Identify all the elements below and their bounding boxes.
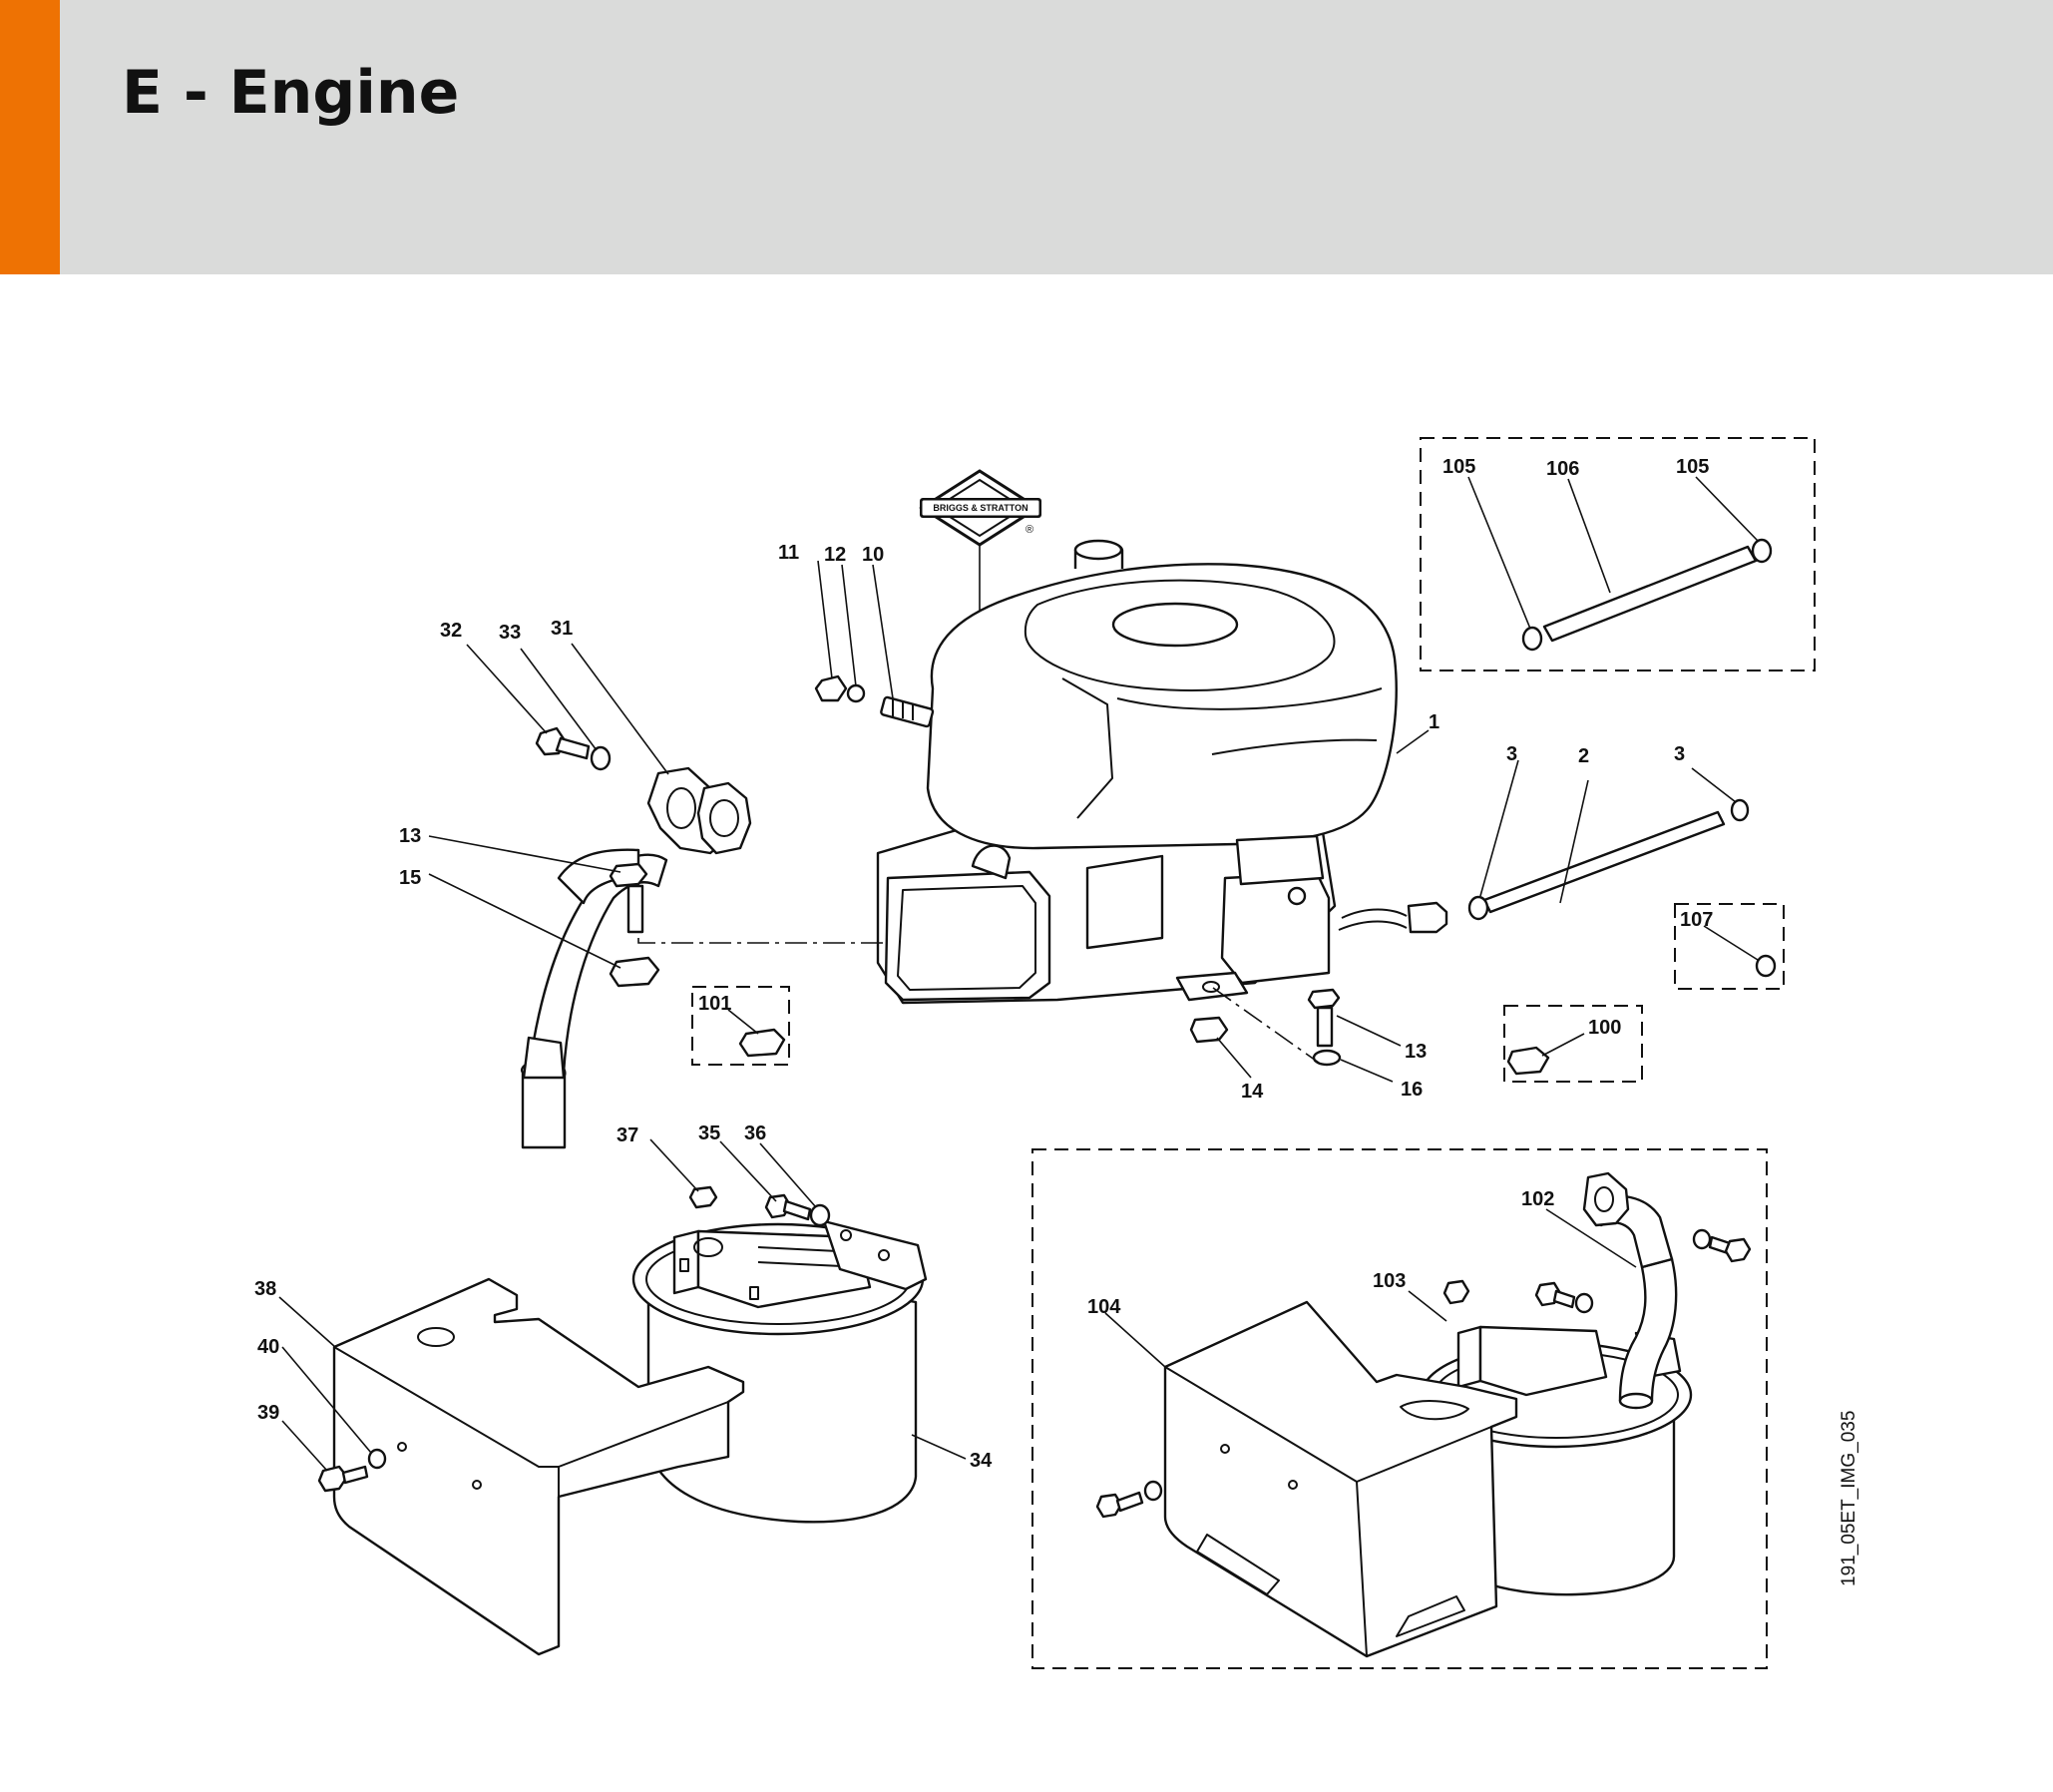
heat-shield-38 [332,1277,745,1656]
fuel-line-106 [1542,545,1758,643]
callout-16: 16 [1401,1079,1423,1101]
callout-101: 101 [698,993,731,1015]
image-reference-id: 191_05ET_IMG_035 [1839,1410,1859,1586]
engine-assembly [876,539,1448,1005]
brand-text: BRIGGS & STRATTON [933,503,1027,513]
nut-11 [814,674,848,702]
callout-12: 12 [824,544,846,566]
callout-35: 35 [698,1122,720,1144]
header-accent-bar [0,0,60,274]
callout-33: 33 [499,622,521,644]
option-box-muffler-kit [1031,1148,1768,1669]
callout-37: 37 [616,1124,638,1146]
callout-34: 34 [970,1450,993,1472]
nut-101 [738,1028,786,1058]
callout-104: 104 [1087,1296,1121,1318]
option-box-100 [1503,1005,1643,1083]
callout-107: 107 [1680,909,1713,931]
callout-106: 106 [1546,458,1579,480]
callout-38: 38 [254,1278,276,1300]
callout-100: 100 [1588,1017,1621,1039]
kit-bolt-left-shank [1115,1491,1144,1513]
nut-15 [609,956,660,988]
lock-washer-16 [1312,1049,1342,1067]
callout-13-right: 13 [1405,1041,1427,1063]
alignment-line-right [1212,987,1320,1064]
option-box-101 [691,986,790,1066]
callout-36: 36 [744,1122,766,1144]
callout-3-right: 3 [1674,743,1685,765]
nut-37 [688,1185,718,1209]
exhaust-pipe-31 [520,766,752,1149]
kit-washer-right [1692,1228,1712,1250]
muffler-102 [1420,1171,1693,1596]
option-box-107 [1674,903,1785,990]
nut-14 [1189,1016,1229,1044]
kit-bolt-middle-shank [1552,1289,1576,1309]
option-box-fuel-line [1420,437,1816,672]
clamp-3-right [1730,798,1750,822]
clamp-105-left [1521,626,1543,652]
washer-33 [590,745,612,771]
alignment-line-left [637,938,888,944]
clamp-105-right [1751,538,1773,564]
bolt-32 [535,726,591,760]
callout-1: 1 [1429,711,1439,733]
bolt-35 [764,1193,812,1221]
callout-13-left: 13 [399,825,421,847]
callout-31: 31 [551,618,573,640]
bolt-13-left [609,862,648,934]
leader-lines [278,476,1759,1472]
callout-39: 39 [257,1402,279,1424]
callout-32: 32 [440,620,462,642]
heat-shield-104 [1163,1300,1518,1658]
kit-bolt-left [1095,1493,1123,1519]
callout-103: 103 [1373,1270,1406,1292]
kit-bolt-right [1724,1237,1752,1263]
washer-40 [367,1448,387,1470]
clamp-3-left [1467,895,1489,921]
callout-40: 40 [257,1336,279,1358]
kit-washer-left [1143,1480,1163,1502]
callout-15: 15 [399,867,421,889]
hose-clamp-107 [1755,954,1777,978]
registered-mark: ® [1026,524,1033,536]
callout-10: 10 [862,544,884,566]
page-header: E - Engine [0,0,2053,274]
page-title: E - Engine [122,58,460,128]
bolt-13-right [1307,988,1341,1048]
nut-100 [1506,1046,1550,1076]
callout-labels: 1 2 3 3 11 12 10 32 33 31 13 15 13 16 14… [254,456,1713,1472]
fuel-line-2 [1482,810,1726,914]
stud-bolt-10 [880,695,935,728]
callout-11: 11 [778,542,799,564]
callout-3-left: 3 [1506,743,1517,765]
callout-102: 102 [1521,1188,1554,1210]
callout-105-left: 105 [1442,456,1475,478]
kit-nut-top [1442,1279,1470,1305]
callout-2: 2 [1578,745,1589,767]
callout-14: 14 [1241,1081,1264,1103]
callout-105-right: 105 [1676,456,1709,478]
muffler-34 [631,1219,928,1524]
washer-12 [846,683,866,703]
washer-36 [809,1203,831,1227]
bolt-39 [317,1465,369,1493]
kit-washer-middle [1574,1292,1594,1314]
